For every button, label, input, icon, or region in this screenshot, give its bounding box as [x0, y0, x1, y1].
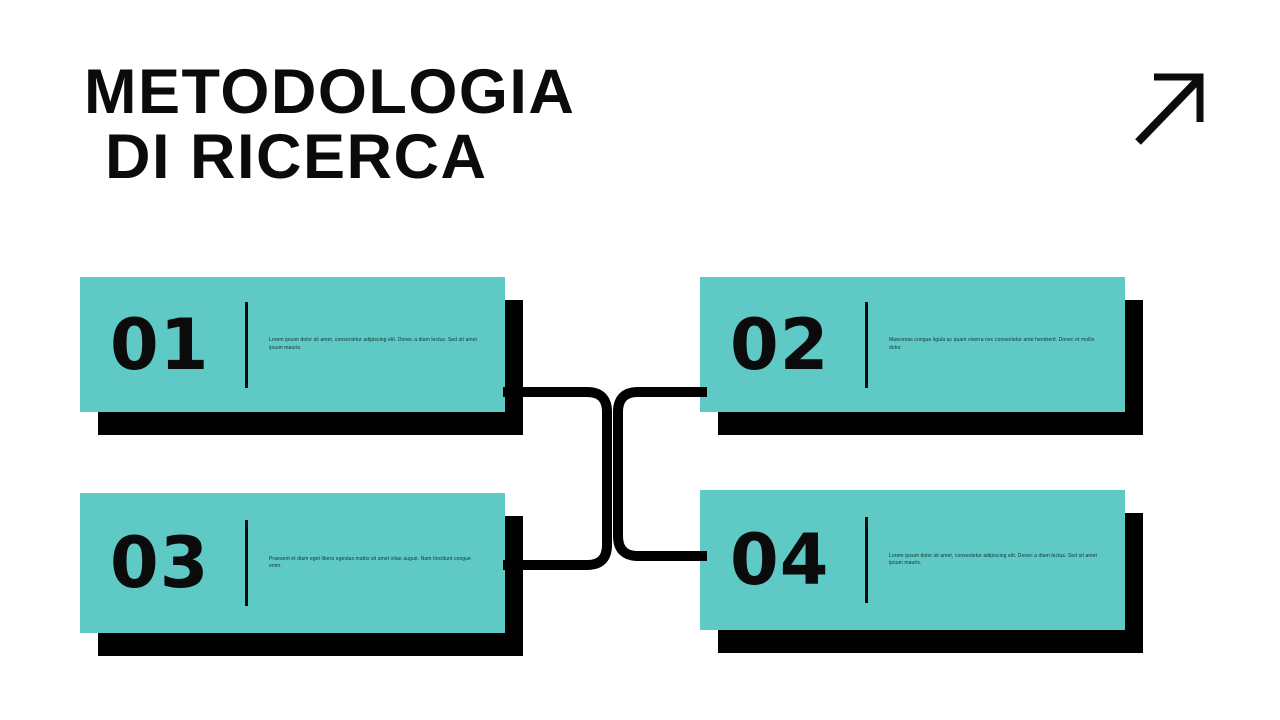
page-title: METODOLOGIA DI RICERCA — [84, 60, 575, 190]
divider-line — [245, 301, 248, 388]
step-card-3: 03 Praesent et diam eget libero egestas … — [80, 493, 505, 633]
step-number: 01 — [110, 303, 210, 386]
step-description: Maecenas congue ligula ac quam viverra n… — [889, 337, 1095, 351]
step-description: Lorem ipsum dolor sit amet, consectetur … — [889, 552, 1097, 567]
title-line-2: DI RICERCA — [105, 122, 488, 192]
step-number: 03 — [110, 522, 210, 604]
step-card-1: 01 Lorem ipsum dolor sit amet, consectet… — [80, 277, 505, 412]
step-number: 04 — [730, 519, 830, 601]
divider-line — [865, 301, 868, 388]
step-card-4: 04 Lorem ipsum dolor sit amet, consectet… — [700, 490, 1125, 630]
step-card-2: 02 Maecenas congue ligula ac quam viverr… — [700, 277, 1125, 412]
divider-line — [865, 517, 868, 603]
divider-line — [245, 520, 248, 606]
step-description: Lorem ipsum dolor sit amet, consectetur … — [269, 337, 477, 351]
title-line-1: METODOLOGIA — [84, 57, 576, 127]
step-description: Praesent et diam eget libero egestas mat… — [269, 555, 472, 570]
arrow-up-right-icon — [1135, 73, 1204, 145]
step-number: 02 — [730, 303, 830, 386]
connector-right-bracket — [613, 387, 707, 561]
connector-left-bracket — [503, 387, 612, 570]
